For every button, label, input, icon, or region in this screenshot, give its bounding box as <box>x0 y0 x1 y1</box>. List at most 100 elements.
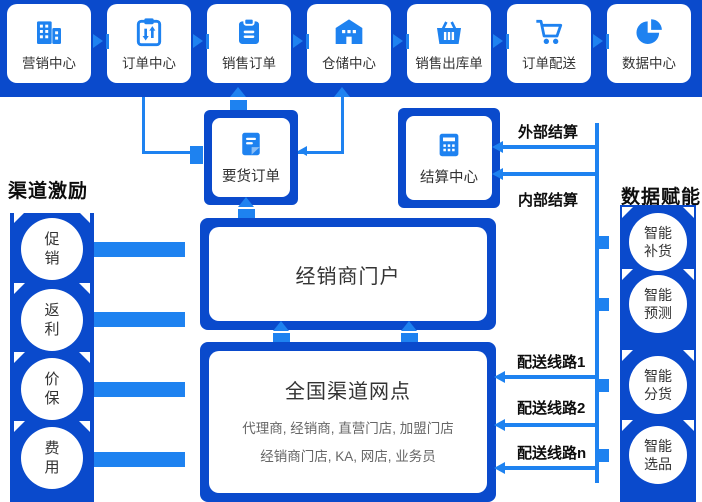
right-panel-title: 数据赋能 <box>621 187 702 208</box>
flow-node-order-center: 订单中心 <box>107 4 191 83</box>
channel-network-subtitle: 代理商, 经销商, 直营门店, 加盟门店 <box>242 420 454 436</box>
flow-node-sales-outbound: 销售出库单 <box>407 4 491 83</box>
right-connector-square <box>596 236 609 249</box>
connector-stub <box>401 333 418 342</box>
smart-allocation-item: 智能分货 <box>622 350 694 414</box>
right-connector-square <box>596 298 609 311</box>
flow-node-label: 营销中心 <box>22 55 76 71</box>
channel-item-promotion: 促销 <box>14 212 90 280</box>
node-label: 结算中心 <box>420 169 478 186</box>
corner-wedge <box>79 283 90 294</box>
connector-stub <box>230 100 247 110</box>
corner-wedge <box>79 212 90 223</box>
corner-wedge <box>14 283 25 294</box>
left-panel-title: 渠道激励 <box>8 181 89 202</box>
channel-item-rebate: 返利 <box>14 283 90 351</box>
arrow-left-icon <box>492 167 503 180</box>
corner-wedge <box>14 212 25 223</box>
internal-settlement-label: 内部结算 <box>518 192 579 209</box>
left-connector-bar <box>94 452 185 467</box>
flow-node-marketing-center: 营销中心 <box>7 4 91 83</box>
node-channel-network: 全国渠道网点 代理商, 经销商, 直营门店, 加盟门店 经销商门店, KA, 网… <box>200 342 496 502</box>
clipboard-icon <box>233 16 265 48</box>
node-settlement-center: 结算中心 <box>398 108 500 208</box>
corner-wedge <box>622 207 633 218</box>
pie-chart-icon <box>633 16 665 48</box>
warehouse-icon <box>333 16 365 48</box>
step-arrow-icon <box>393 34 409 49</box>
channel-item-label: 费用 <box>44 439 60 477</box>
step-arrow-icon <box>193 34 209 49</box>
channel-item-expense: 费用 <box>14 421 90 489</box>
arrow-up-icon <box>401 321 417 331</box>
flow-node-data-center: 数据中心 <box>607 4 691 83</box>
channel-network-subtitle: 经销商门店, KA, 网店, 业务员 <box>260 448 436 464</box>
dealer-portal-label: 经销商门户 <box>295 265 401 288</box>
smart-selection-item: 智能选品 <box>622 420 694 484</box>
route-n-line <box>503 466 595 470</box>
corner-wedge <box>79 352 90 363</box>
corner-wedge <box>622 269 633 280</box>
flow-node-label: 销售出库单 <box>415 55 483 71</box>
corner-wedge <box>622 350 633 361</box>
channel-item-price-protection: 价保 <box>14 352 90 420</box>
order-center-connector <box>142 97 145 154</box>
step-arrow-icon <box>593 34 609 49</box>
route1-line <box>503 375 595 379</box>
corner-wedge <box>683 350 694 361</box>
flow-node-label: 仓储中心 <box>322 55 376 71</box>
flow-node-sales-order: 销售订单 <box>207 4 291 83</box>
flow-node-label: 销售订单 <box>222 55 276 71</box>
channel-network-title: 全国渠道网点 <box>285 380 411 403</box>
arrow-left-icon <box>494 370 505 383</box>
internal-settlement-line <box>501 172 595 176</box>
flow-node-order-delivery: 订单配送 <box>507 4 591 83</box>
corner-wedge <box>14 421 25 432</box>
warehouse-connector <box>341 97 344 153</box>
channel-item-label: 促销 <box>44 230 60 268</box>
corner-wedge <box>79 421 90 432</box>
calculator-icon <box>434 130 464 160</box>
arrow-up-icon <box>334 87 350 97</box>
corner-wedge <box>683 269 694 280</box>
channel-item-label: 价保 <box>44 370 60 408</box>
arrow-left-icon <box>494 418 505 431</box>
left-connector-bar <box>94 312 185 327</box>
basket-icon <box>433 16 465 48</box>
arrow-up-icon <box>273 321 289 331</box>
order-sync-icon <box>133 16 165 48</box>
route1-label: 配送线路1 <box>517 354 586 371</box>
external-settlement-line <box>501 145 595 149</box>
bus-line <box>595 123 599 483</box>
step-arrow-icon <box>293 34 309 49</box>
channel-item-label: 返利 <box>44 301 60 339</box>
order-center-connector <box>142 151 192 154</box>
node-dealer-portal: 经销商门户 <box>200 218 496 330</box>
connector-stub <box>190 146 203 164</box>
corner-wedge <box>683 207 694 218</box>
arrow-up-icon <box>238 197 254 207</box>
route2-label: 配送线路2 <box>517 400 586 417</box>
connector-stub <box>238 209 255 218</box>
smart-item-label: 智能分货 <box>644 367 672 402</box>
step-arrow-icon <box>93 34 109 49</box>
external-settlement-label: 外部结算 <box>518 124 579 141</box>
node-order-request: 要货订单 <box>204 110 298 205</box>
arrow-left-icon <box>494 461 505 474</box>
step-arrow-icon <box>493 34 509 49</box>
right-connector-square <box>596 379 609 392</box>
smart-item-label: 智能预测 <box>644 286 672 321</box>
arrow-left-icon <box>492 140 503 153</box>
arrow-up-icon <box>230 87 246 97</box>
document-icon <box>236 129 266 159</box>
corner-wedge <box>622 420 633 431</box>
cart-icon <box>533 16 565 48</box>
warehouse-connector <box>298 151 344 154</box>
flow-node-label: 订单中心 <box>122 55 176 71</box>
left-connector-bar <box>94 382 185 397</box>
smart-item-label: 智能补货 <box>644 224 672 259</box>
arrow-left-icon <box>298 146 307 156</box>
corner-wedge <box>683 420 694 431</box>
flow-node-warehouse-center: 仓储中心 <box>307 4 391 83</box>
